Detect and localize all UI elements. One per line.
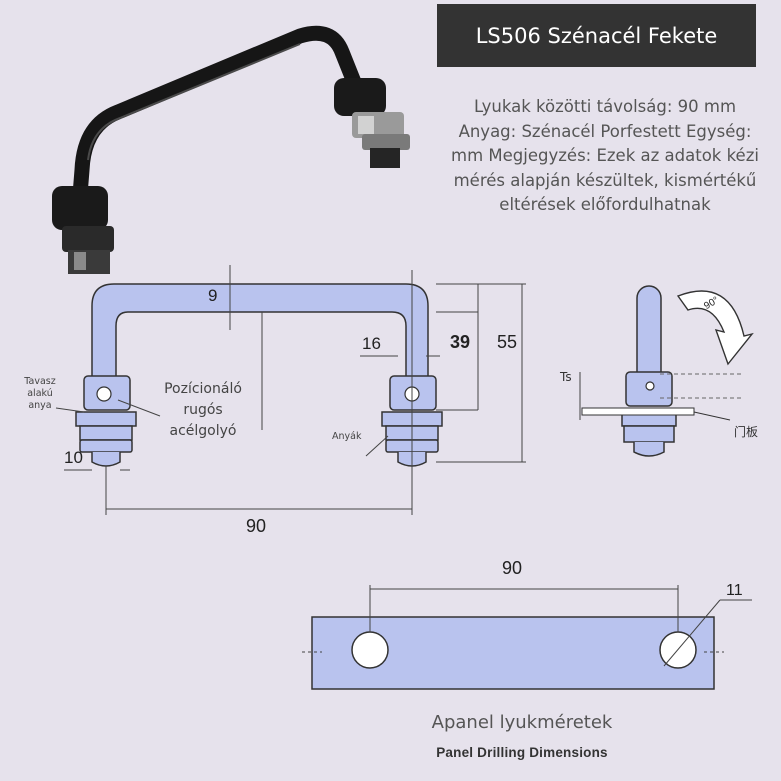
side-view [621, 285, 677, 457]
dim-height-total: 55 [497, 332, 518, 352]
dim-top-thickness: 9 [208, 286, 218, 305]
panel-drawing [302, 585, 752, 690]
front-view [75, 283, 443, 467]
product-title: LS506 Szénacél Fekete [475, 23, 718, 48]
front-dimension-lines [55, 265, 526, 515]
nuts-label: Anyák [332, 431, 362, 442]
positioning-balls [96, 386, 420, 402]
ball-label: Pozícionáló rugós acélgolyó [164, 381, 242, 439]
side-view-details [579, 290, 754, 421]
door-panel-label: 门板 [734, 425, 759, 439]
panel-hole-diameter: 11 [726, 582, 743, 599]
dim-hole-spacing: 90 [246, 516, 267, 536]
dim-stud-width: 16 [362, 334, 381, 353]
panel-spacing: 90 [502, 558, 523, 578]
panel-caption-en: Panel Drilling Dimensions [436, 745, 608, 760]
dim-height-inner: 39 [450, 332, 471, 352]
spring-nut-label: Tavasz alakú anya [24, 376, 56, 411]
ts-label: Ts [560, 370, 572, 384]
title-banner: LS506 Szénacél Fekete [437, 4, 756, 67]
dim-nut-width: 10 [64, 448, 83, 467]
handle-photo [52, 25, 410, 274]
panel-caption-hu: Apanel lyukméretek [431, 712, 613, 733]
spec-description: Lyukak közötti távolság: 90 mm Anyag: Sz… [451, 97, 759, 214]
